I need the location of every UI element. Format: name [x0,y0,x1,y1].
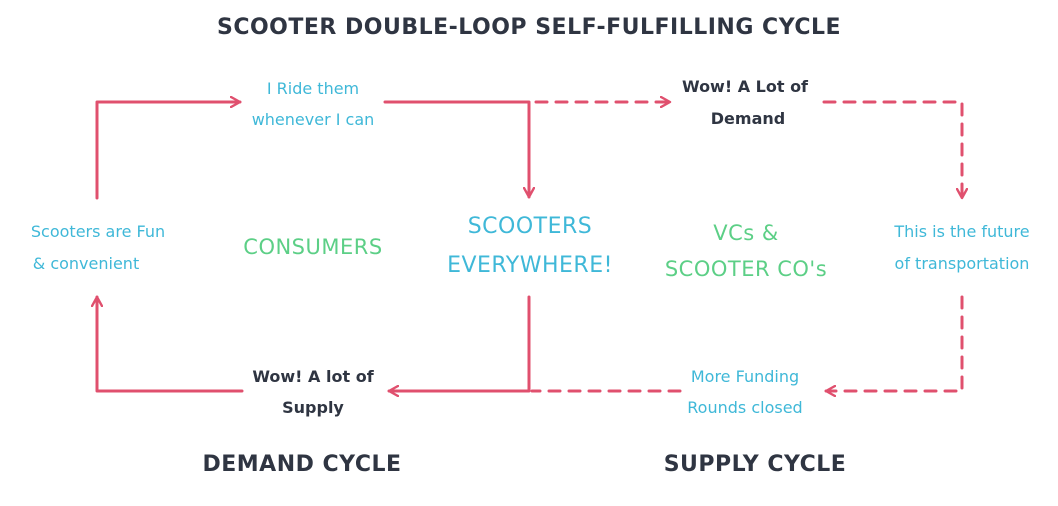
node-funding-line2: Rounds closed [687,398,802,417]
arrow-future-to-funding [824,295,964,391]
arrow-demand-to-future [822,100,962,200]
node-funding-line1: More Funding [691,367,799,386]
node-funding: More Funding Rounds closed [687,367,802,417]
arrow-fun-to-ride [95,102,242,200]
node-demand-line2: Demand [711,109,785,128]
node-fun: Scooters are Fun & convenient [31,222,165,273]
node-future-line1: This is the future [893,222,1029,241]
node-fun-line1: Scooters are Fun [31,222,165,241]
node-future-line2: of transportation [895,254,1030,273]
supply-loop-arrows [530,100,964,391]
vcs-label-line2: SCOOTER CO's [665,257,827,281]
node-scooters-everywhere: SCOOTERS EVERYWHERE! [447,214,613,278]
consumers-label: CONSUMERS [243,235,382,259]
demand-loop-arrows [97,102,529,391]
center-line1: SCOOTERS [468,214,593,239]
arrow-supply-to-fun [97,295,244,393]
node-supply-line2: Supply [282,398,344,417]
node-ride-line1: I Ride them [267,79,359,98]
center-line2: EVERYWHERE! [447,253,613,278]
demand-cycle-caption: DEMAND CYCLE [202,452,401,477]
node-future: This is the future of transportation [893,222,1029,273]
node-supply: Wow! A lot of Supply [252,367,374,417]
vcs-label-line1: VCs & [713,221,779,245]
arrow-scooters-to-supply [387,295,531,391]
diagram-title: SCOOTER DOUBLE-LOOP SELF-FULFILLING CYCL… [217,15,841,40]
supply-cycle-caption: SUPPLY CYCLE [664,452,847,477]
node-demand: Wow! A Lot of Demand [682,77,809,128]
arrow-ride-to-scooters [383,100,529,199]
node-ride-line2: whenever I can [252,110,375,129]
node-demand-line1: Wow! A Lot of [682,77,809,96]
node-supply-line1: Wow! A lot of [252,367,374,386]
node-fun-line2: & convenient [33,254,139,273]
vcs-label: VCs & SCOOTER CO's [665,221,827,281]
node-ride: I Ride them whenever I can [252,79,375,129]
